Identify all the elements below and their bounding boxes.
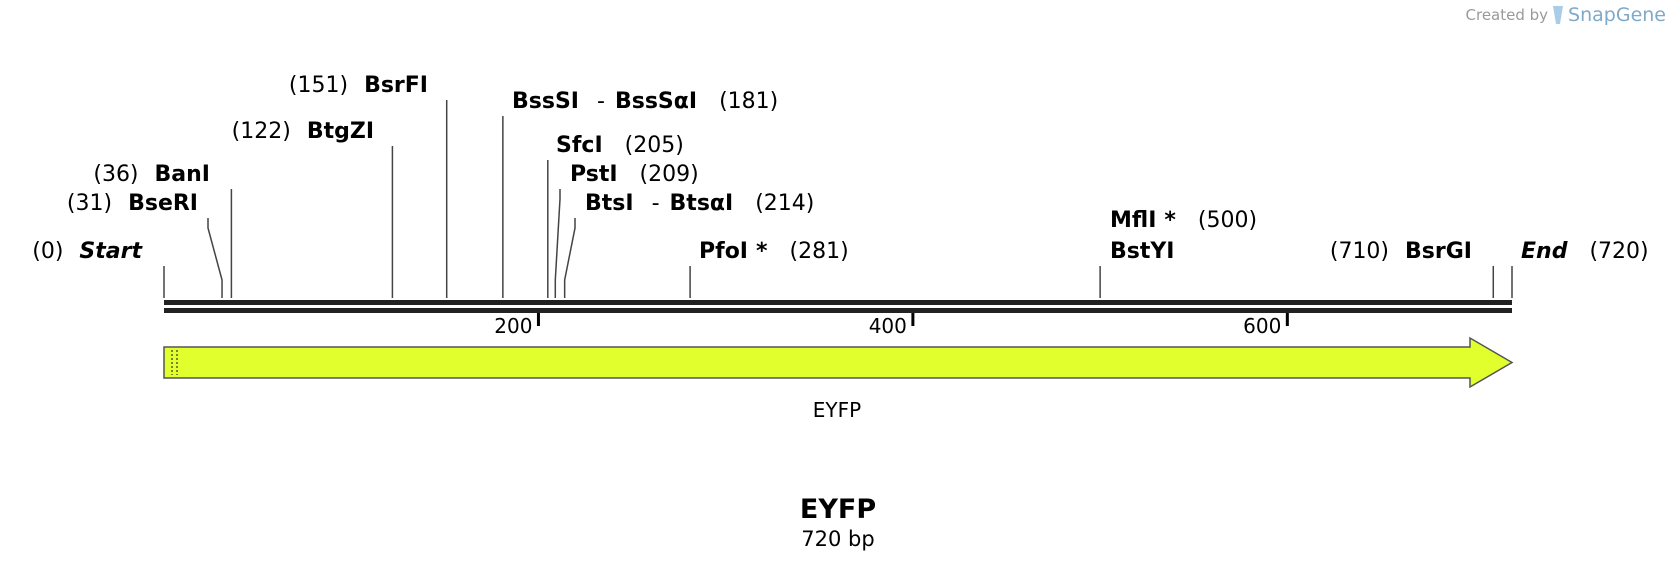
site-leader-line (563, 218, 576, 298)
site-name: BseRI (128, 191, 198, 216)
site-name: SfcI (556, 133, 603, 158)
site-pfoi: PfoI * (281) (689, 239, 849, 298)
site-position: (209) (640, 162, 699, 187)
site-mfli: MflI * (500) (1110, 208, 1257, 233)
site-psti: PstI (209) (554, 162, 699, 298)
site-start: Start (0) (32, 239, 165, 298)
site-bstyi: BstYI (1099, 239, 1175, 298)
top-strand (164, 300, 1512, 305)
tick-label: 600 (1243, 314, 1281, 338)
site-sfci: SfcI (205) (547, 133, 684, 298)
sequence-backbone (164, 300, 1512, 313)
tick-mark (1285, 313, 1289, 326)
site-leader-line (554, 189, 561, 298)
site-position: (710) (1330, 239, 1389, 264)
site-position: (151) (289, 73, 348, 98)
site-bsrfi: BsrFI (151) (289, 73, 448, 298)
site-alt-name: BtsαI (670, 191, 734, 216)
watermark-brand: SnapGene (1568, 4, 1666, 26)
features: EYFP (163, 336, 1514, 422)
site-name: End (1521, 239, 1568, 264)
site-position: (181) (719, 89, 778, 114)
map-title: EYFP (799, 494, 877, 525)
site-name: BssSI (512, 89, 579, 114)
site-name: BtgZI (307, 119, 374, 144)
tick-mark (911, 313, 915, 326)
site-bsrgi: BsrGI (710) (1330, 239, 1495, 298)
site-position: (500) (1198, 208, 1257, 233)
site-separator: - (597, 89, 605, 114)
snapgene-watermark: Created by SnapGene (1466, 4, 1666, 26)
site-bsssi: BssSI-BssSαI(181) (502, 89, 778, 298)
map-length: 720 bp (801, 527, 875, 551)
site-bani: BanI (36) (93, 162, 233, 298)
site-position: (720) (1589, 239, 1648, 264)
site-alt-name: BssSαI (615, 89, 697, 114)
site-name: BstYI (1110, 239, 1175, 264)
site-position: (205) (625, 133, 684, 158)
site-btsi: BtsI-BtsαI (214) (563, 191, 814, 298)
watermark-prefix: Created by (1465, 6, 1549, 24)
site-position: (0) (32, 239, 63, 264)
site-name: MflI (1110, 208, 1156, 233)
site-name: BsrFI (364, 73, 428, 98)
site-position: (122) (232, 119, 291, 144)
site-name: Start (79, 239, 143, 264)
feature-eyfp: EYFP (163, 336, 1514, 422)
tick-mark (536, 313, 540, 326)
feature-label: EYFP (813, 398, 861, 422)
site-separator: - (652, 191, 660, 216)
feature-arrow (163, 336, 1514, 389)
site-name: BsrGI (1405, 239, 1472, 264)
site-name: BtsI (585, 191, 634, 216)
tick-label: 200 (494, 314, 532, 338)
site-bseri: BseRI (31) (67, 191, 223, 298)
scale-ticks: 200 400 600 (494, 313, 1289, 338)
site-end: End (720) (1511, 239, 1649, 298)
tick-label: 400 (869, 314, 907, 338)
site-name: BanI (155, 162, 210, 187)
site-position: (281) (790, 239, 849, 264)
bottom-strand (164, 308, 1512, 313)
site-position: (36) (93, 162, 138, 187)
site-position: (214) (755, 191, 814, 216)
site-name: PfoI (699, 239, 748, 264)
site-marker: * (756, 239, 768, 264)
site-name: PstI (570, 162, 618, 187)
site-position: (31) (67, 191, 112, 216)
map-title-block: EYFP 720 bp (0, 494, 1676, 552)
sequence-map: 200 400 600 Start (0) BseRI (31) BanI (36) BtgZI… (32, 73, 1649, 422)
site-btgzi: BtgZI (122) (232, 119, 394, 298)
site-marker: * (1164, 208, 1176, 233)
snapgene-logo-icon (1553, 6, 1564, 24)
site-leader-line (207, 218, 223, 298)
restriction-sites: Start(0)BseRI(31)BanI(36)BtgZI(122)BsrFI… (32, 73, 1649, 298)
